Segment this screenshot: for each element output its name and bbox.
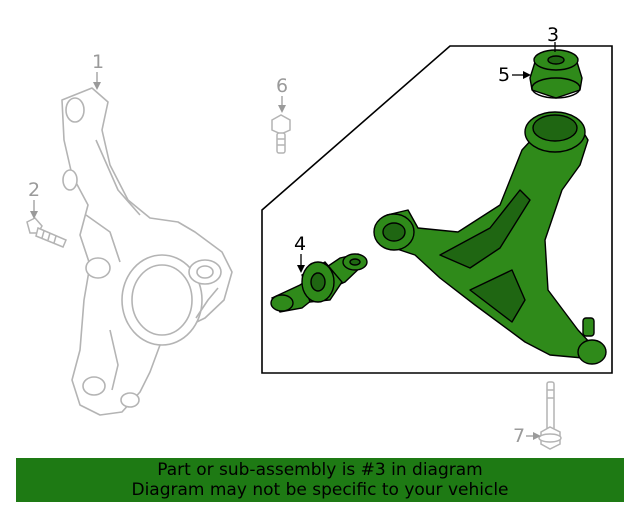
arrow-4-icon — [297, 265, 305, 273]
callout-6[interactable]: 6 — [276, 75, 288, 113]
callout-4-label: 4 — [294, 233, 306, 255]
banner-line-disclaimer: Diagram may not be specific to your vehi… — [131, 480, 509, 500]
callout-3-label: 3 — [547, 24, 559, 46]
callout-2[interactable]: 2 — [28, 179, 40, 219]
arrow-5-icon — [523, 71, 531, 79]
callout-4[interactable]: 4 — [294, 233, 306, 273]
callout-5-label: 5 — [498, 64, 510, 86]
arrow-1-icon — [93, 82, 101, 90]
assembly-outline-frame — [261, 45, 613, 374]
callout-7-label: 7 — [513, 425, 525, 447]
callout-1-label: 1 — [92, 51, 104, 73]
exploded-parts-diagram: 1 2 3 4 5 6 7 — [26, 24, 613, 450]
callout-5[interactable]: 5 — [498, 64, 531, 86]
arrow-2-icon — [30, 211, 38, 219]
part-info-banner: Part or sub-assembly is #3 in diagram Di… — [16, 458, 624, 502]
callout-2-label: 2 — [28, 179, 40, 201]
banner-line-part: Part or sub-assembly is #3 in diagram — [157, 460, 483, 480]
bushing-4-drawing[interactable] — [270, 253, 368, 313]
bushing-5-drawing[interactable] — [529, 49, 583, 99]
arrow-6-icon — [278, 105, 286, 113]
callout-7[interactable]: 7 — [513, 425, 541, 447]
arrow-7-icon — [533, 432, 541, 440]
steering-knuckle-drawing[interactable] — [61, 87, 233, 416]
callout-6-label: 6 — [276, 75, 288, 97]
callout-1[interactable]: 1 — [92, 51, 104, 90]
bolt-7-drawing[interactable] — [538, 381, 562, 450]
lower-control-arm-drawing[interactable] — [373, 111, 607, 365]
callout-3[interactable]: 3 — [547, 24, 559, 52]
bolt-6-drawing[interactable] — [271, 114, 291, 154]
bolt-2-drawing[interactable] — [26, 217, 67, 248]
